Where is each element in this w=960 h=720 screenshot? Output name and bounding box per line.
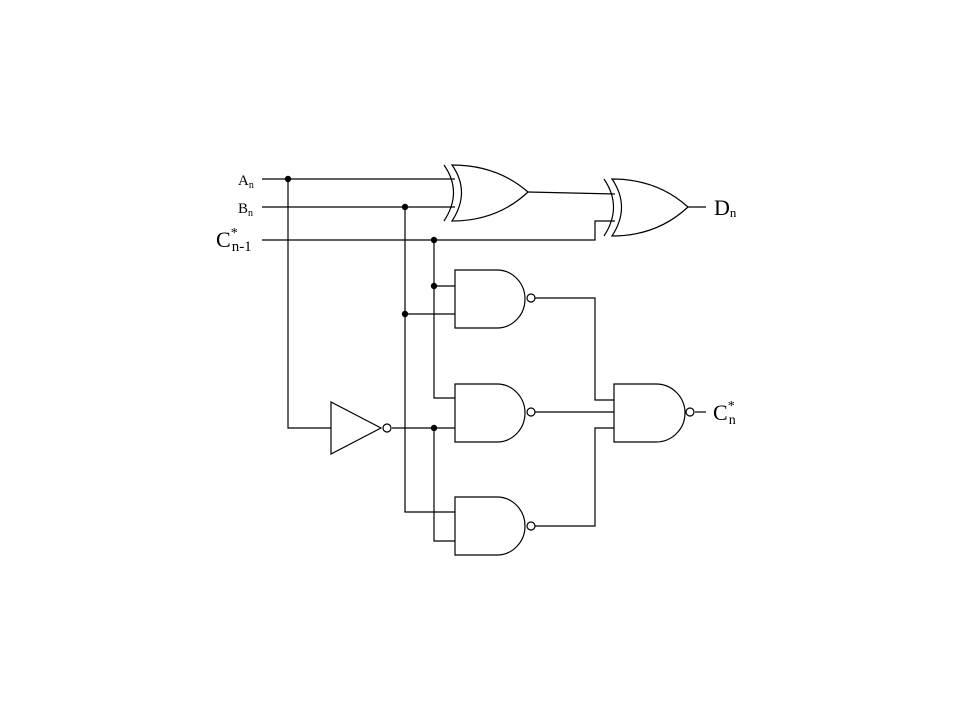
junction-nota	[430, 424, 438, 432]
wire-xor1-out	[527, 191, 616, 195]
junction-b-nand1	[401, 310, 409, 318]
label-c-in-main: C	[216, 227, 231, 252]
label-c-out-sup: *	[728, 399, 735, 414]
nand-gate-2	[454, 383, 536, 443]
label-d-n: Dn	[714, 195, 737, 220]
nand-gate-3	[454, 496, 536, 556]
label-c-out-main: C	[713, 400, 728, 425]
wire-c-input	[262, 220, 615, 241]
label-c-in-sub: n-1	[232, 239, 252, 255]
junctions	[284, 175, 438, 432]
label-c-in-sup: *	[231, 226, 238, 241]
label-a-n: An	[238, 173, 254, 191]
junction-b	[401, 203, 409, 211]
label-d-main: D	[714, 195, 730, 220]
xor-gate-2	[603, 178, 689, 237]
label-a-sub: n	[249, 180, 254, 191]
nand-gate-4	[613, 383, 695, 443]
label-c-n: C*n	[713, 399, 736, 428]
label-b-main: B	[238, 201, 248, 217]
label-d-sub: n	[730, 205, 737, 220]
junction-a	[284, 175, 292, 183]
junction-c	[430, 236, 438, 244]
nand-gate-1	[454, 269, 536, 329]
wire-b-vertical	[404, 207, 455, 513]
wire-c-vertical	[433, 240, 455, 399]
xor-gate-1	[443, 164, 529, 222]
label-c-out-sub: n	[729, 413, 736, 428]
label-c-n-minus-1: C*n-1	[216, 226, 252, 255]
wires	[262, 178, 706, 542]
label-a-main: A	[238, 173, 249, 189]
wire-nand3-out	[535, 427, 614, 527]
not-gate	[330, 401, 392, 455]
wire-nand1-out	[535, 297, 614, 401]
wire-a-to-not	[287, 179, 331, 429]
label-b-sub: n	[248, 208, 253, 219]
label-b-n: Bn	[238, 201, 253, 219]
wire-nota-to-nand3	[433, 428, 455, 542]
junction-c-nand1	[430, 282, 438, 290]
